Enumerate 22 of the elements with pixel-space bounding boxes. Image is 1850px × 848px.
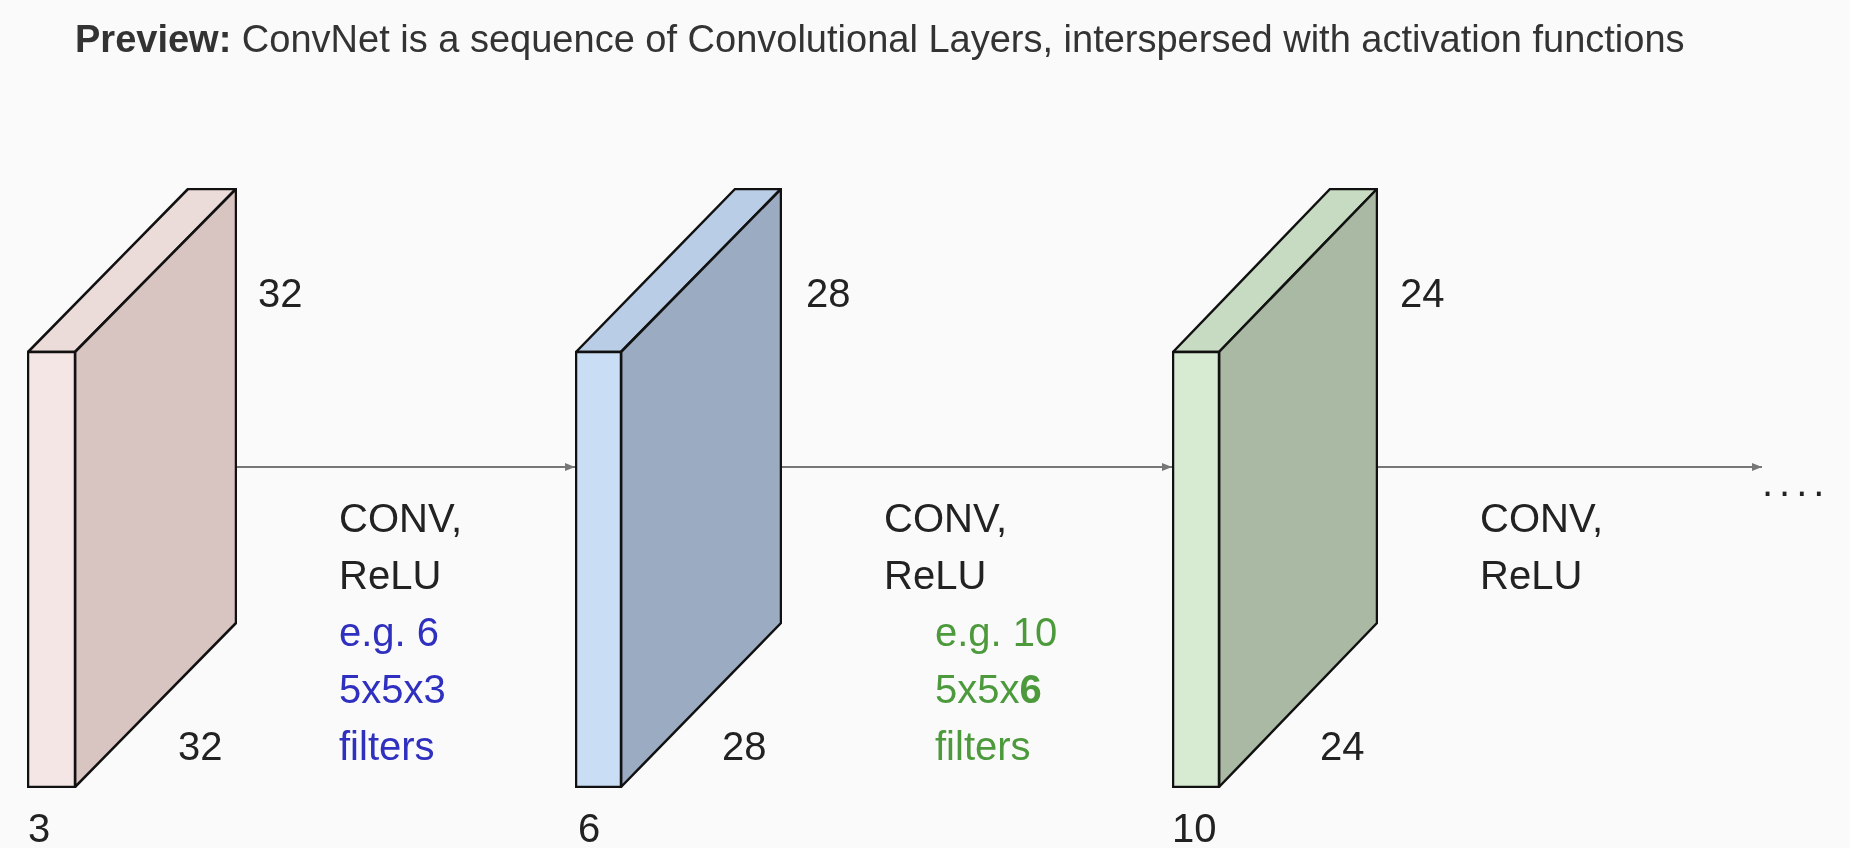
dimension-label: 3 — [28, 805, 51, 848]
feature-volume — [1172, 188, 1378, 788]
dimension-label: 28 — [806, 270, 851, 317]
arrow — [236, 463, 576, 471]
filter-description: e.g. 10 5x5x6 filters — [935, 609, 1059, 770]
feature-volume — [27, 188, 237, 788]
dimension-label: 28 — [722, 723, 767, 770]
edge-label: CONV, ReLU — [1480, 495, 1604, 599]
arrow — [781, 463, 1173, 471]
dimension-label: 32 — [258, 270, 303, 317]
dimension-label: 6 — [578, 805, 601, 848]
arrow — [1377, 463, 1763, 471]
dimension-label: 24 — [1320, 723, 1365, 770]
feature-volume — [575, 188, 782, 788]
title: Preview: ConvNet is a sequence of Convolutional Layers, interspersed with activation functions — [75, 17, 1686, 62]
dimension-label: 32 — [178, 723, 223, 770]
filter-description: e.g. 6 5x5x3 filters — [339, 609, 447, 770]
edge-label: CONV, ReLU — [884, 495, 1008, 599]
ellipsis-text: .... — [1762, 460, 1842, 510]
dimension-label: 10 — [1172, 805, 1217, 848]
dimension-label: 24 — [1400, 270, 1445, 317]
edge-label: CONV, ReLU — [339, 495, 463, 599]
